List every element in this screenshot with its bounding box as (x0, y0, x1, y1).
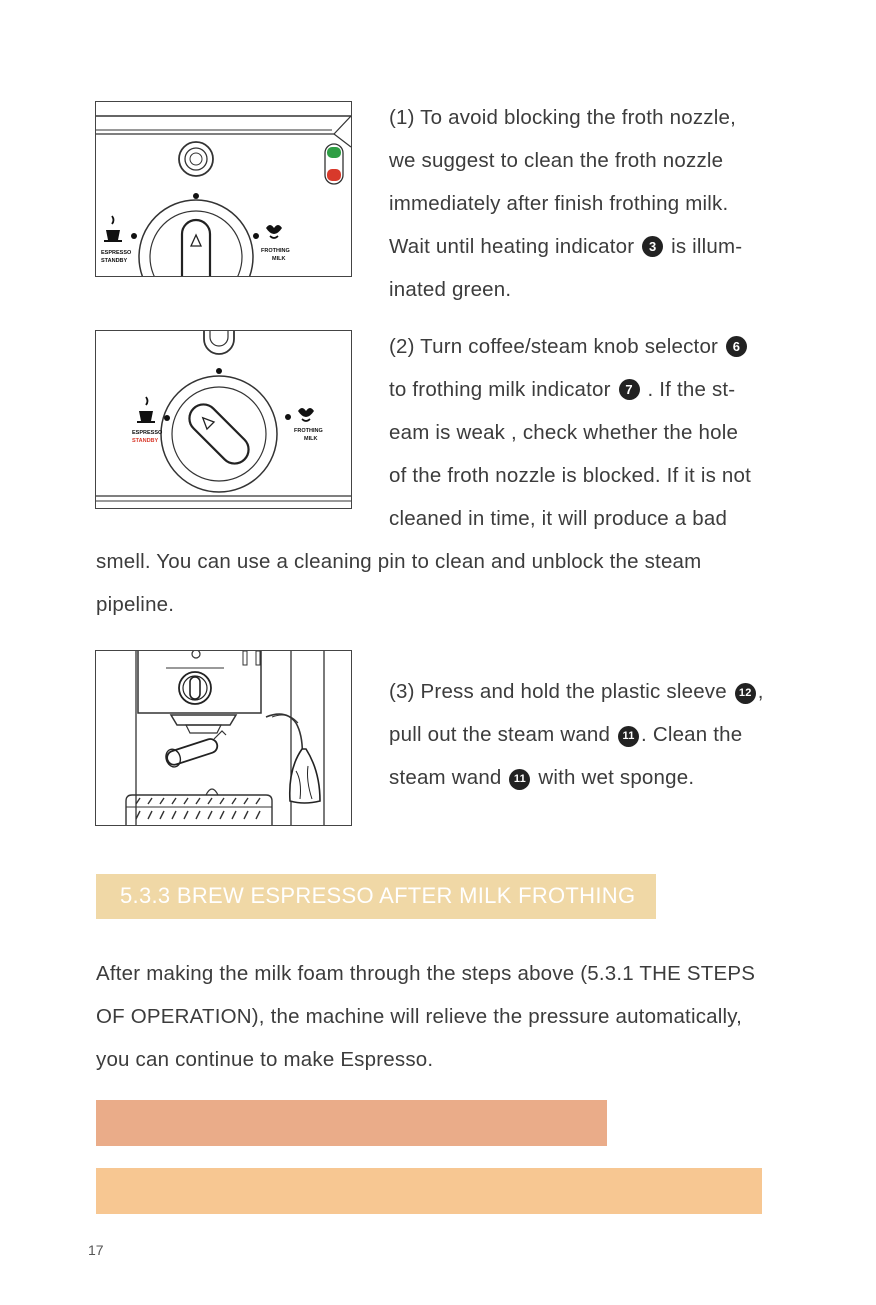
color-bar-1 (96, 1100, 607, 1146)
figure-control-panel-2: ESPRESSO STANDBY FROTHING MILK (95, 330, 352, 509)
espresso-cup-icon (137, 396, 155, 423)
step2-line: cleaned in time, it will produce a bad (389, 507, 728, 530)
step3-line: pull out the steam wand 11. Clean the (389, 723, 743, 747)
step1-line: we suggest to clean the froth nozzle (389, 149, 724, 172)
step2-paragraph-right: (2) Turn coffee/steam knob selector 6 to… (389, 325, 751, 540)
step1-line: inated green. (389, 278, 512, 301)
section-line: you can continue to make Espresso. (96, 1048, 434, 1071)
marker-11-icon: 11 (509, 769, 531, 790)
section-paragraph: After making the milk foam through the s… (96, 952, 755, 1081)
frothing-milk-icon (298, 408, 314, 422)
color-bar-2 (96, 1168, 762, 1214)
frothing-milk-icon (266, 225, 282, 239)
step1-paragraph: (1) To avoid blocking the froth nozzle, … (389, 96, 742, 311)
step3-paragraph: (3) Press and hold the plastic sleeve 12… (389, 670, 764, 799)
marker-3-icon: 3 (642, 236, 664, 257)
figure-control-panel-1: ESPRESSO STANDBY FROTHING MILK (95, 101, 352, 277)
step2-paragraph-full: smell. You can use a cleaning pin to cle… (96, 540, 701, 626)
step3-line: (3) Press and hold the plastic sleeve 12… (389, 680, 764, 704)
step1-line: Wait until heating indicator 3 is illum- (389, 235, 743, 258)
marker-12-icon: 12 (734, 683, 756, 704)
espresso-label: ESPRESSO (101, 250, 132, 256)
frothing-label: FROTHING (261, 248, 290, 254)
step2-line: smell. You can use a cleaning pin to cle… (96, 550, 702, 573)
section-heading: 5.3.3 BREW ESPRESSO AFTER MILK FROTHING (120, 883, 636, 908)
step2-line: (2) Turn coffee/steam knob selector 6 (389, 325, 751, 368)
step2-line: to frothing milk indicator 7 . If the st… (389, 378, 736, 401)
milk-label: MILK (304, 436, 317, 442)
steam-wand-illustration (125, 651, 325, 825)
section-line: After making the milk foam through the s… (96, 962, 756, 985)
marker-6-icon: 6 (725, 336, 747, 357)
page-number: 17 (88, 1242, 104, 1258)
marker-11-icon: 11 (618, 726, 640, 747)
step2-line: eam is weak , check whether the hole (389, 421, 739, 444)
section-heading-banner: 5.3.3 BREW ESPRESSO AFTER MILK FROTHING (96, 874, 656, 919)
control-panel-illustration-1: ESPRESSO STANDBY FROTHING MILK (96, 115, 351, 276)
frothing-label: FROTHING (294, 428, 323, 434)
marker-7-icon: 7 (618, 379, 640, 400)
step2-line: of the froth nozzle is blocked. If it is… (389, 464, 752, 487)
step1-line: immediately after finish frothing milk. (389, 192, 729, 215)
figure-steam-wand (95, 650, 352, 826)
espresso-cup-icon (104, 215, 122, 242)
milk-label: MILK (272, 256, 285, 262)
espresso-label: ESPRESSO (132, 430, 163, 436)
control-panel-illustration-2: ESPRESSO STANDBY FROTHING MILK (96, 331, 351, 502)
standby-label: STANDBY (101, 258, 128, 264)
step1-line: (1) To avoid blocking the froth nozzle, (389, 106, 737, 129)
step2-line: pipeline. (96, 593, 175, 616)
section-line: OF OPERATION), the machine will relieve … (96, 1005, 743, 1028)
standby-label: STANDBY (132, 438, 159, 444)
step3-line: steam wand 11 with wet sponge. (389, 766, 695, 790)
